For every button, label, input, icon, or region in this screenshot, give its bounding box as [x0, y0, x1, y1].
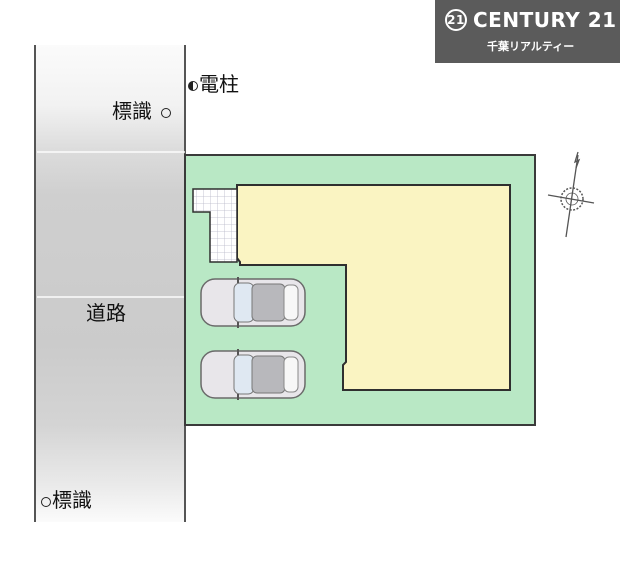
- utility-pole-label: 電柱: [188, 68, 239, 97]
- logo-badge-icon: 21: [445, 9, 467, 31]
- sign-marker-icon: [41, 496, 51, 507]
- road: [35, 45, 185, 522]
- logo-brand: 21 CENTURY 21: [445, 8, 617, 32]
- brand-name: CENTURY 21: [473, 8, 617, 32]
- road-label: 道路: [86, 301, 126, 325]
- sign-label-text: 標識: [112, 99, 152, 123]
- entrance-grid: [192, 188, 238, 263]
- building: [236, 184, 511, 391]
- brand-subtitle: 千葉リアルティー: [487, 40, 575, 53]
- utility-pole-text: 電柱: [199, 72, 239, 96]
- sign-label-text: 標識: [52, 488, 92, 512]
- car-icon: [200, 349, 306, 400]
- road-stripe: [37, 296, 185, 298]
- road-edge-left: [34, 45, 36, 522]
- sign-marker-icon: [161, 107, 172, 118]
- car-icon: [200, 277, 306, 328]
- sign-label-bottom: 標識: [41, 484, 92, 513]
- utility-pole-icon: [188, 80, 198, 91]
- road-stripe: [37, 151, 185, 153]
- compass-north-icon: [547, 151, 595, 238]
- company-logo: 21 CENTURY 21 千葉リアルティー: [435, 0, 620, 63]
- sign-label-top: 標識: [112, 95, 172, 124]
